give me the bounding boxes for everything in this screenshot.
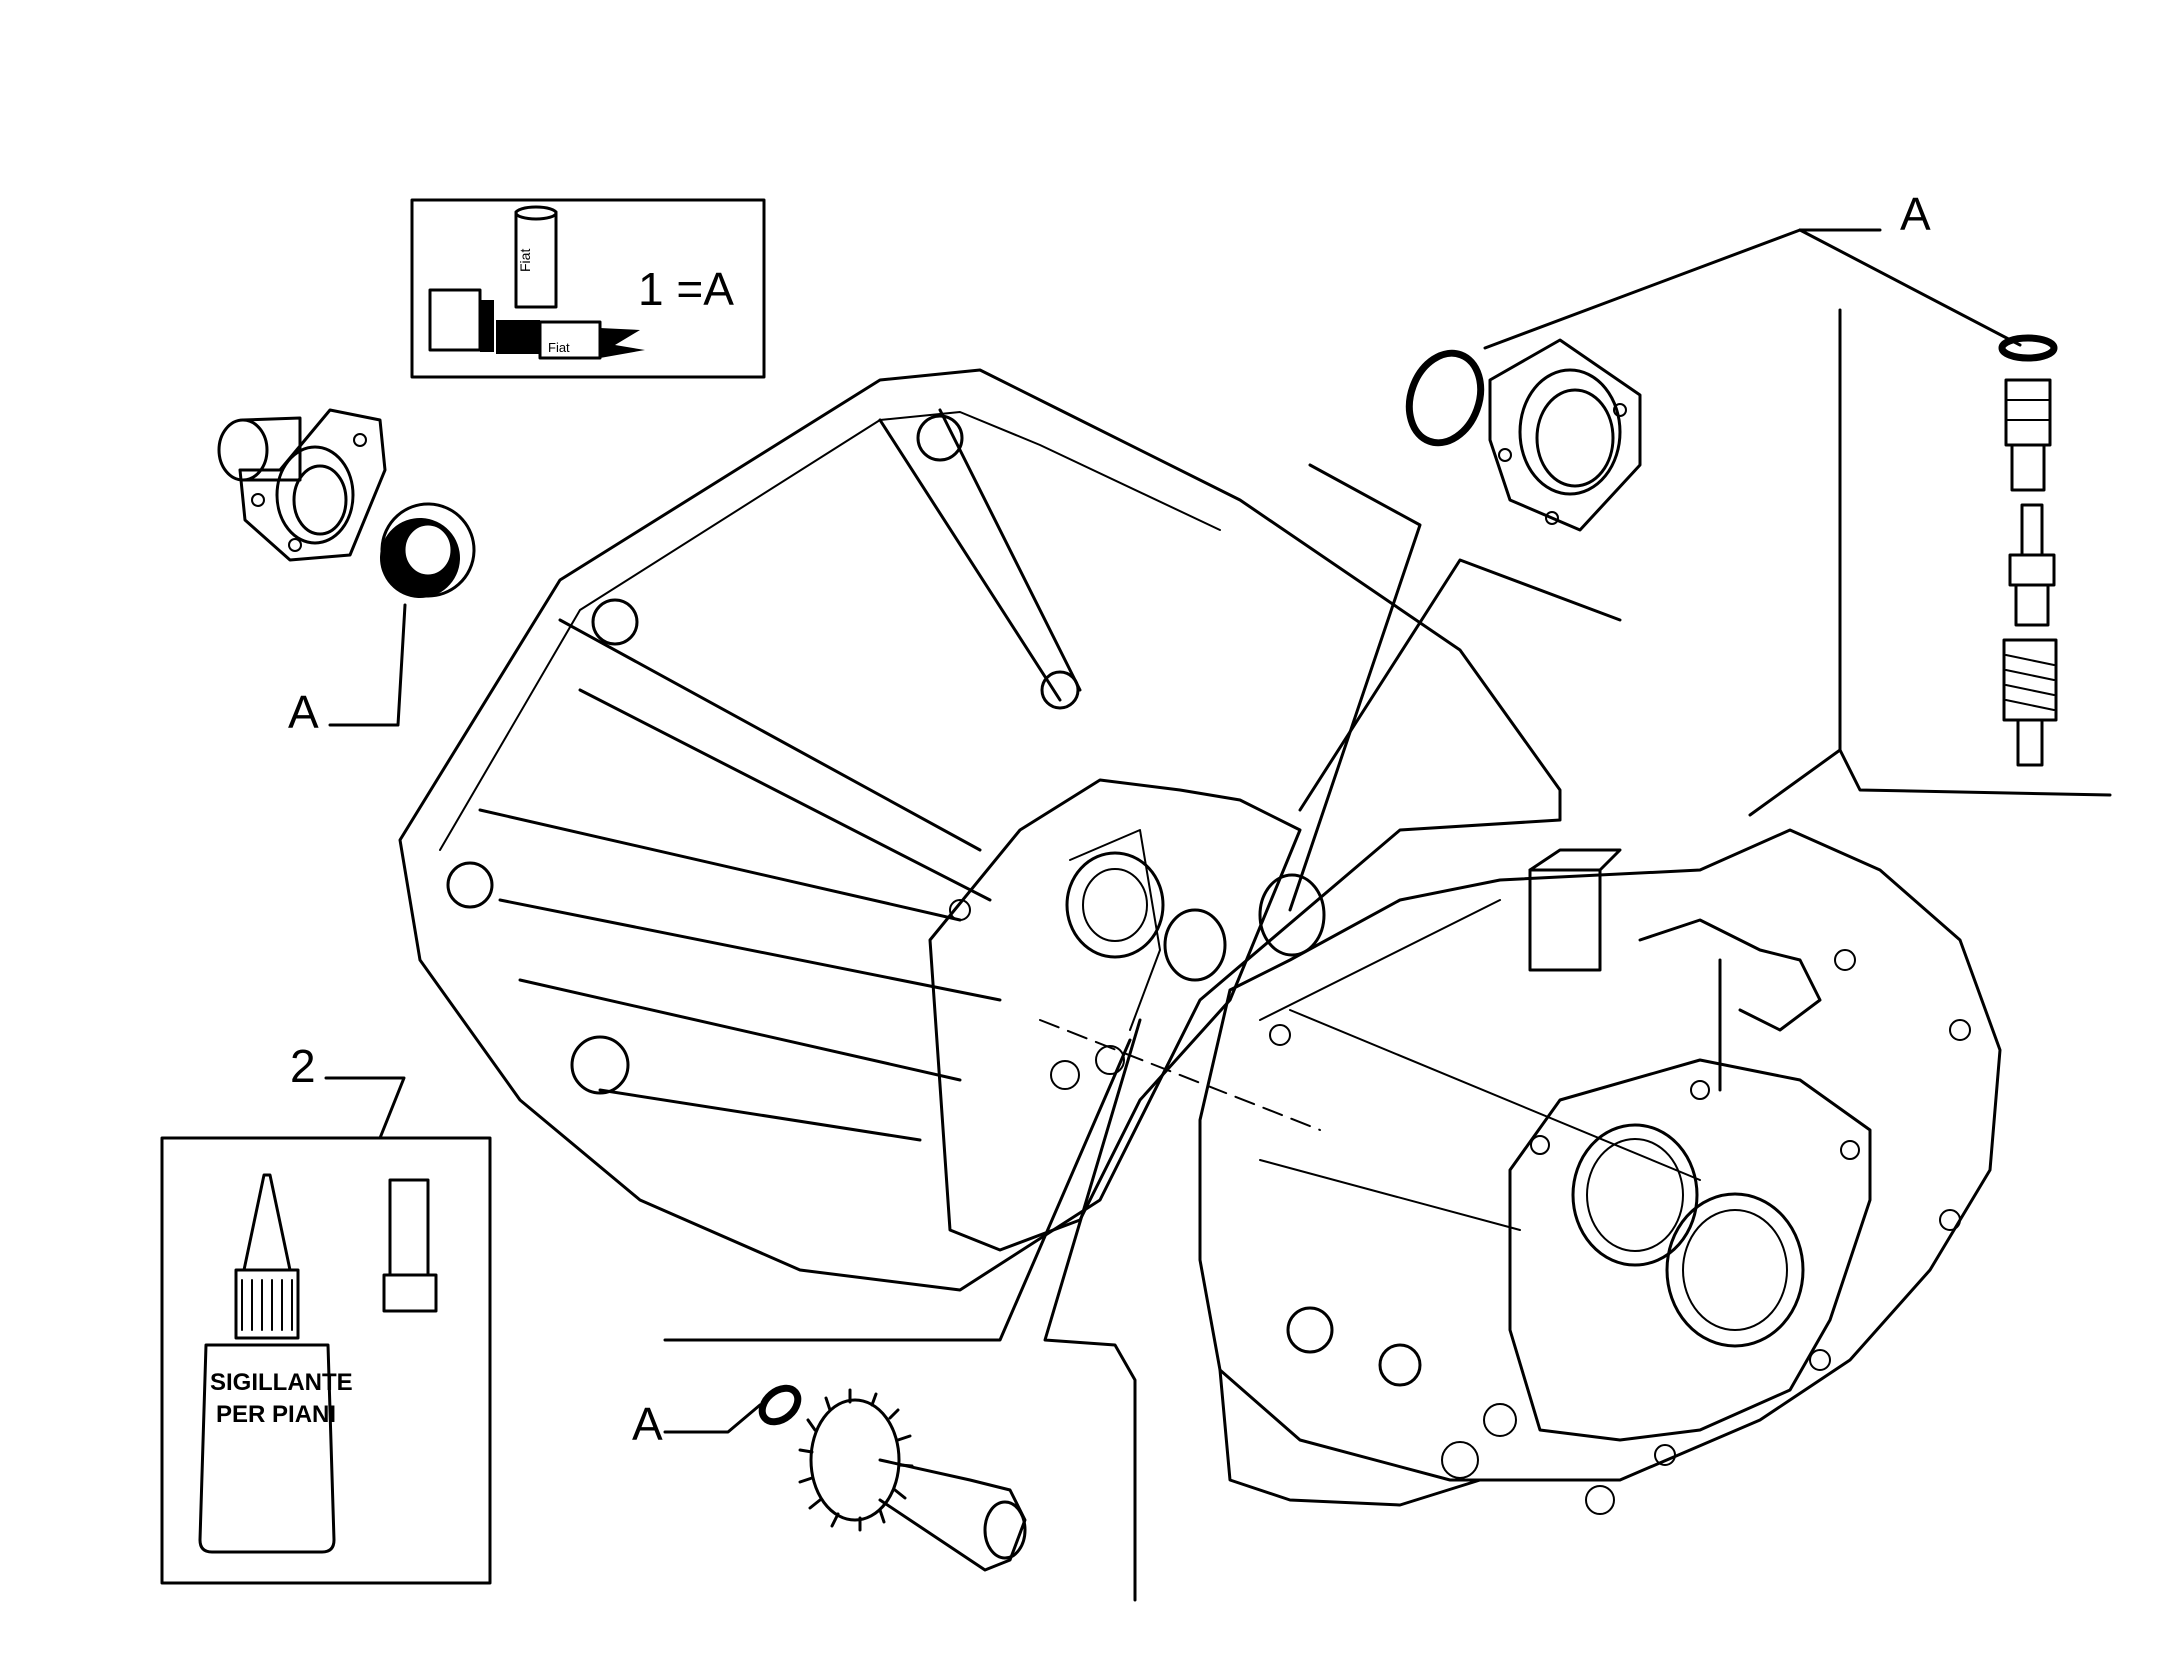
cap	[388, 1178, 430, 1277]
clutch-bell-housing	[398, 368, 1562, 1292]
legend-frame	[410, 198, 766, 379]
o-ring-top	[1405, 349, 1485, 447]
label-a-left: A	[288, 686, 319, 738]
leader-flange-1	[1288, 463, 1422, 912]
leader-a-bottom	[663, 1403, 762, 1434]
lubricant-icon: Fiat Fiat	[428, 205, 645, 360]
nozzle	[242, 1173, 292, 1272]
leader-right	[1748, 748, 1842, 817]
speedo-drive-pinion	[2002, 378, 2058, 767]
leader-a-top-right-2	[1798, 228, 2022, 347]
label-a-bottom: A	[632, 1398, 663, 1450]
brand-mark-1: Fiat	[517, 249, 533, 272]
gearbox-casing	[1198, 828, 2002, 1515]
label-ref-2: 2	[290, 1040, 316, 1092]
legend-box: Fiat Fiat 1 =A	[410, 198, 766, 379]
sealant-frame	[160, 1136, 492, 1585]
speedo-oring	[1998, 334, 2058, 362]
label-a-top-right: A	[1900, 188, 1931, 240]
bearing-cover-left	[217, 408, 387, 562]
o-ring-bottom	[758, 1384, 802, 1426]
leader-bottom-2	[1043, 1018, 1142, 1602]
reverse-idler-gear	[798, 1388, 1027, 1572]
seal-ring-left	[380, 502, 476, 598]
leader-a-left	[328, 603, 407, 727]
flange-top	[1488, 338, 1642, 532]
leader-bottom-1	[663, 1038, 1132, 1342]
sealant-box: SIGILLANTE PER PIANI	[160, 1136, 492, 1585]
bracket-right	[1838, 308, 2112, 797]
bottle-label-1: SIGILLANTE	[210, 1369, 353, 1396]
leader-flange-2	[1298, 558, 1622, 812]
bottle-label-2: PER PIANI	[216, 1401, 336, 1428]
leader-a-top-right-1	[1483, 228, 1882, 350]
leader-ref-2	[324, 1076, 406, 1140]
brand-mark-2: Fiat	[548, 340, 570, 355]
legend-text: 1 =A	[638, 263, 734, 315]
sealant-bottle	[198, 1343, 336, 1554]
